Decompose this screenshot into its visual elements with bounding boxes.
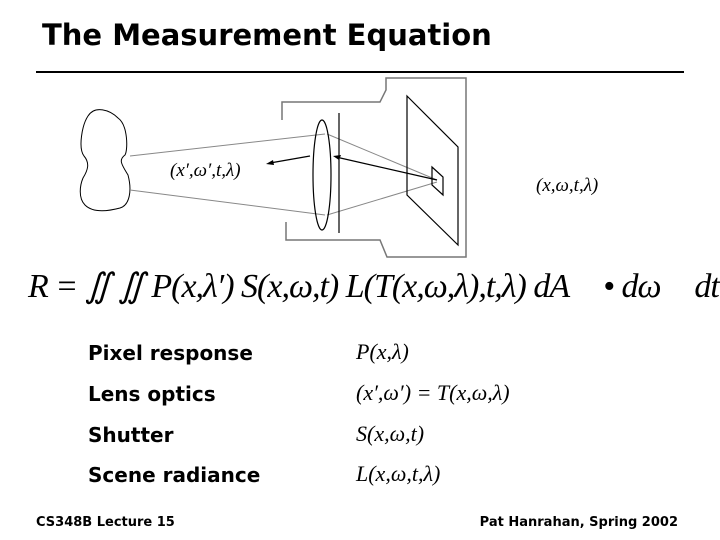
term-expr: S(x,ω,t) [356,421,425,446]
term-label: Scene radiance [88,463,261,487]
lens [312,119,332,231]
camera-diagram [79,77,467,258]
term-label: Pixel response [88,341,253,365]
arrow-icon [333,155,341,160]
footer-author: Pat Hanrahan, Spring 2002 [479,515,678,530]
camera-body [281,77,467,258]
term-label: Shutter [88,423,174,447]
term-expr: (x′,ω′) = T(x,ω,λ) [356,380,510,405]
term-expr: L(x,ω,t,λ) [356,461,441,486]
term-label: Lens optics [88,382,216,406]
title-divider [36,71,684,73]
pixel [431,165,444,197]
arrow-icon [266,160,274,165]
scene-object [79,109,131,212]
footer-course: CS348B Lecture 15 [36,515,175,530]
sensor-plane [406,94,459,247]
term-expr: P(x,λ) [356,339,409,364]
slide-title: The Measurement Equation [42,18,492,52]
scene-coords-label: (x′,ω′,t,λ) [170,160,241,181]
sensor-coords-label: (x,ω,t,λ) [536,175,599,196]
measurement-equation: R = ∬ ∬ P(x,λ′) S(x,ω,t) L(T(x,ω,λ),t,λ)… [28,268,720,305]
